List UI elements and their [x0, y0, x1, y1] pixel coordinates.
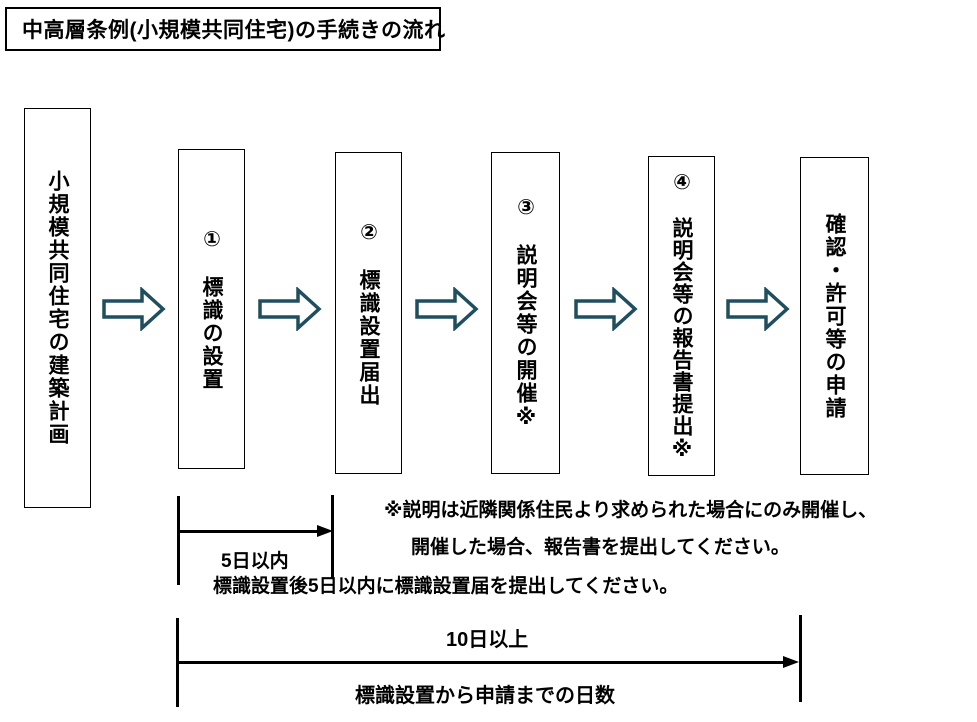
- flow-box-label: 確認・許可等の申請: [823, 212, 846, 420]
- five-days-arrowhead-icon: [317, 525, 333, 537]
- right-block-arrow-shape: [258, 287, 322, 331]
- diagram-title-box: 中高層条例(小規模共同住宅)の手続きの流れ: [5, 7, 445, 51]
- ten-days-arrowhead-icon: [783, 656, 799, 668]
- five-days-right-tick-line: [331, 495, 334, 579]
- flow-box-building-plan: 小規模共同住宅の建築計画: [24, 108, 91, 508]
- asterisk-note-line1: ※説明は近隣関係住民より求められた場合にのみ開催し、: [384, 500, 878, 521]
- flow-box-label: ③ 説明会等の開催※: [514, 195, 537, 431]
- right-block-arrow-icon: [415, 287, 479, 331]
- flow-box-step1-sign-installation: ① 標識の設置: [178, 149, 245, 469]
- right-block-arrow-shape: [415, 287, 479, 331]
- flow-box-step2-sign-notification: ② 標識設置届出: [335, 152, 402, 474]
- right-block-arrow-shape: [574, 287, 638, 331]
- flow-box-application: 確認・許可等の申請: [800, 157, 869, 475]
- right-block-arrow-icon: [726, 287, 790, 331]
- ten-days-label: 10日以上: [446, 629, 529, 651]
- five-days-label: 5日以内: [221, 551, 289, 572]
- flow-box-label: ② 標識設置届出: [357, 219, 380, 407]
- right-block-arrow-icon: [258, 287, 322, 331]
- ten-days-arrow-line: [178, 661, 786, 664]
- flow-box-label: ① 標識の設置: [200, 227, 223, 391]
- flow-box-label: 小規模共同住宅の建築計画: [46, 170, 69, 446]
- ten-days-note: 標識設置から申請までの日数: [355, 685, 615, 707]
- five-days-note: 標識設置後5日以内に標識設置届を提出してください。: [213, 576, 679, 597]
- ten-days-left-tick-line: [176, 618, 179, 707]
- flow-box-step4-report-submission: ④ 説明会等の報告書提出※: [648, 156, 715, 476]
- diagram-title: 中高層条例(小規模共同住宅)の手続きの流れ: [22, 19, 446, 42]
- right-block-arrow-shape: [102, 287, 166, 331]
- right-block-arrow-icon: [102, 287, 166, 331]
- right-block-arrow-shape: [726, 287, 790, 331]
- flow-box-label: ④ 説明会等の報告書提出※: [670, 170, 693, 462]
- ten-days-right-tick-line: [799, 615, 802, 702]
- five-days-left-tick-line: [177, 496, 180, 585]
- five-days-arrow-line: [179, 530, 320, 533]
- right-block-arrow-icon: [574, 287, 638, 331]
- flow-box-step3-briefing-session: ③ 説明会等の開催※: [491, 152, 560, 474]
- asterisk-note-line2: 開催した場合、報告書を提出してください。: [411, 537, 790, 558]
